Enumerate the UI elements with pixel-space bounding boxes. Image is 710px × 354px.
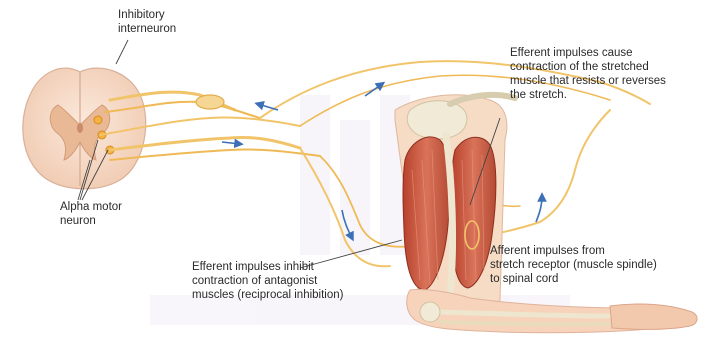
- elbow-joint: [420, 302, 440, 322]
- label-inhibitory-interneuron: Inhibitory interneuron: [118, 8, 176, 36]
- arrow-top-nerve: [365, 84, 382, 96]
- spinal-cord-cross-section: [23, 68, 146, 189]
- label-afferent-impulses: Afferent impulses from stretch receptor …: [490, 244, 657, 286]
- ulna-bone: [440, 322, 610, 324]
- label-alpha-motor-neuron: Alpha motor neuron: [60, 200, 122, 228]
- arrow-efferent-lower: [222, 142, 240, 144]
- label-efferent-inhibit: Efferent impulses inhibit contraction of…: [192, 260, 343, 302]
- hand: [610, 304, 697, 329]
- shoulder-bone: [407, 101, 467, 139]
- label-efferent-contraction: Efferent impulses cause contraction of t…: [510, 46, 666, 102]
- dorsal-root-ganglion: [196, 95, 224, 109]
- arrow-afferent: [536, 196, 542, 222]
